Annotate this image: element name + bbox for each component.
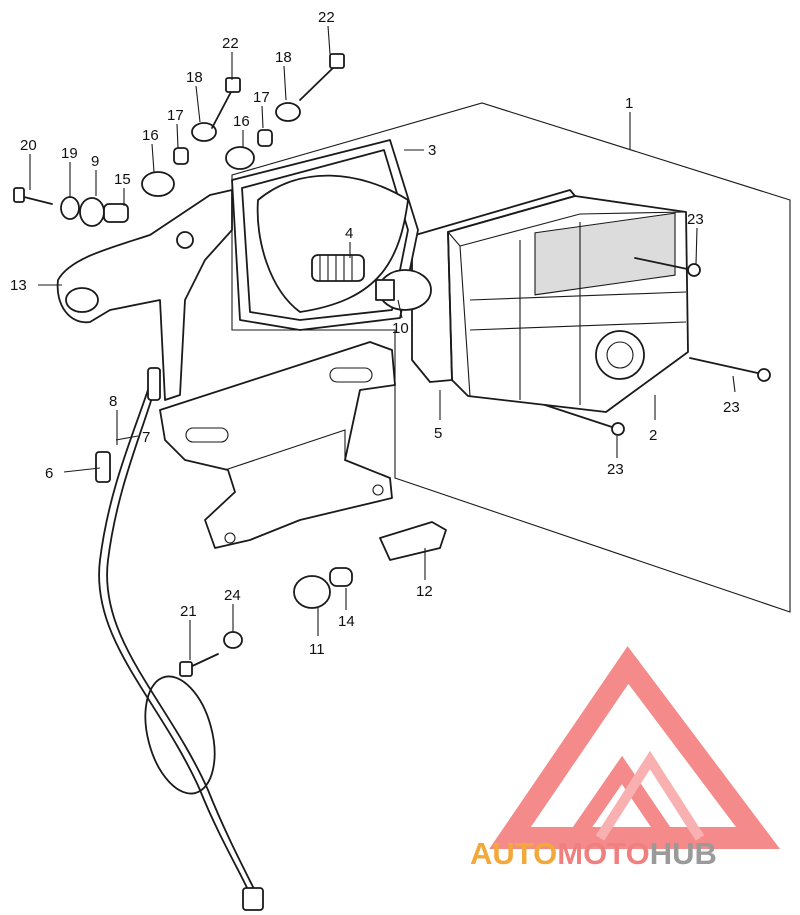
bulb <box>375 269 432 311</box>
callout-21: 21 <box>180 603 197 620</box>
callout-9: 9 <box>91 153 99 170</box>
watermark-hub: HUB <box>650 836 717 871</box>
callout-15: 15 <box>114 171 131 188</box>
callout-2: 2 <box>649 427 657 444</box>
callout-22b: 22 <box>318 9 335 26</box>
callout-8: 8 <box>109 393 117 410</box>
callout-16b: 16 <box>233 113 250 130</box>
watermark-logo-icon <box>489 646 781 849</box>
callout-23a: 23 <box>687 211 704 228</box>
callout-22a: 22 <box>222 35 239 52</box>
callout-12: 12 <box>416 583 433 600</box>
leader-lines <box>29 25 736 660</box>
callout-16a: 16 <box>142 127 159 144</box>
callout-24: 24 <box>224 587 241 604</box>
callout-23c: 23 <box>607 461 624 478</box>
callout-18a: 18 <box>186 69 203 86</box>
wire-harness <box>95 367 264 911</box>
callout-6: 6 <box>45 465 53 482</box>
lens-gasket <box>411 189 576 383</box>
callout-3: 3 <box>428 142 436 159</box>
callout-13: 13 <box>10 277 27 294</box>
callout-14: 14 <box>338 613 355 630</box>
callout-10: 10 <box>392 320 409 337</box>
watermark-wordmark: AUTOMOTOHUB <box>470 836 717 871</box>
taillight-base <box>231 139 419 331</box>
license-plate-bracket <box>159 341 396 549</box>
callout-7: 7 <box>142 429 150 446</box>
assembly-outline <box>231 102 791 613</box>
callout-11: 11 <box>309 641 325 658</box>
callout-17a: 17 <box>167 107 184 124</box>
hardware-parts <box>13 53 771 677</box>
callout-23b: 23 <box>723 399 740 416</box>
bulb-socket <box>311 254 365 282</box>
watermark-auto: AUTO <box>470 836 557 871</box>
callout-labels: 1 2 3 4 5 6 7 8 9 10 11 12 13 14 15 16 1… <box>10 9 740 658</box>
callout-20: 20 <box>20 137 37 154</box>
callout-19: 19 <box>61 145 78 162</box>
callout-1: 1 <box>625 95 633 112</box>
taillight-lens <box>447 195 689 413</box>
callout-4: 4 <box>345 225 353 242</box>
callout-18b: 18 <box>275 49 292 66</box>
callout-5: 5 <box>434 425 442 442</box>
svg-text:AUTOMOTOHUB: AUTOMOTOHUB <box>470 836 717 871</box>
watermark-moto: MOTO <box>557 836 649 871</box>
callout-17b: 17 <box>253 89 270 106</box>
